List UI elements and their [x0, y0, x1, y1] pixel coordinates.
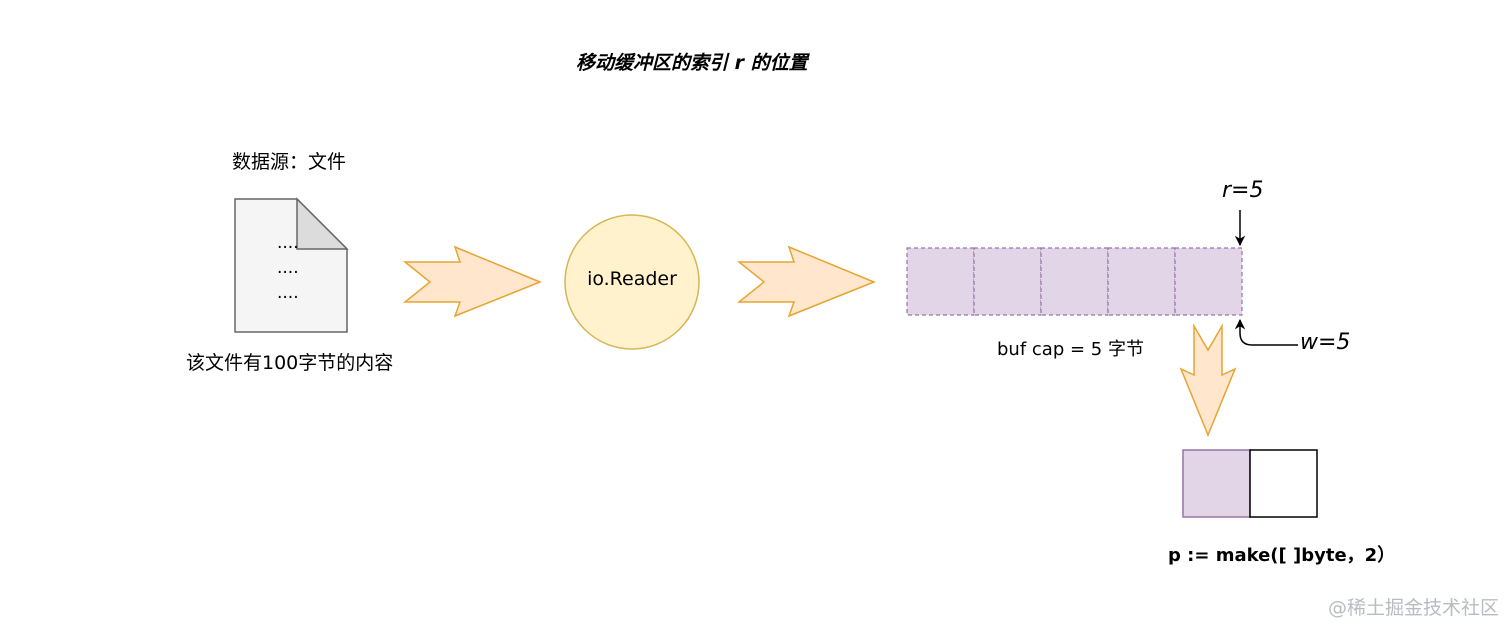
buffer-caption: buf cap = 5 字节: [997, 339, 1144, 360]
buffer-cell: [906, 247, 975, 316]
watermark: @稀土掘金技术社区: [1328, 597, 1500, 619]
file-line-1: ....: [277, 233, 299, 253]
io-reader-label: io.Reader: [587, 268, 677, 290]
p-slice-label: p := make([ ]byte，2）: [1168, 545, 1396, 566]
buffer-cell: [1174, 247, 1243, 316]
buffer-cell: [1107, 247, 1176, 316]
flow-arrow-1: [402, 245, 542, 318]
p-slice-cell-filled: [1182, 449, 1251, 518]
buffer-cell: [1040, 247, 1109, 316]
diagram-title: 移动缓冲区的索引 r 的位置: [576, 52, 808, 74]
buffer-cells: [906, 247, 1243, 316]
buffer-cell: [973, 247, 1042, 316]
flow-arrow-2: [736, 245, 876, 318]
r-index-label: r=5: [1222, 178, 1264, 203]
file-caption: 该文件有100字节的内容: [186, 352, 394, 374]
file-line-2: ....: [277, 258, 299, 278]
flow-arrow-down: [1179, 323, 1237, 437]
file-document-icon: .... .... ....: [234, 197, 349, 333]
w-index-label: w=5: [1300, 330, 1351, 355]
w-pointer-arrow: [1234, 318, 1298, 346]
io-reader-circle: [564, 214, 700, 350]
p-slice-cell-empty: [1249, 449, 1318, 518]
data-source-label: 数据源：文件: [232, 151, 347, 173]
file-line-3: ....: [277, 283, 299, 303]
